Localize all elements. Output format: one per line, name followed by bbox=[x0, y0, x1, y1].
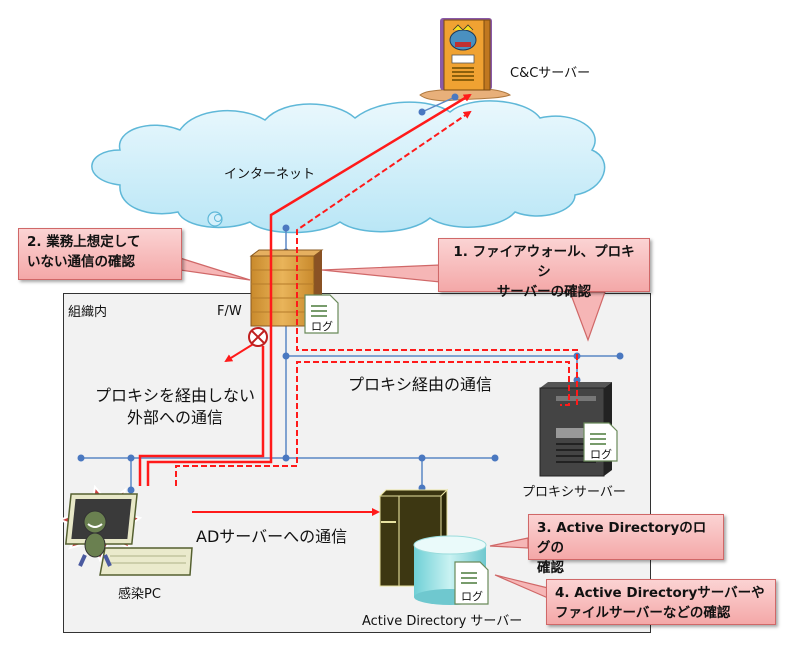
no-proxy-flow-label: プロキシを経由しない 外部への通信 bbox=[94, 386, 255, 427]
callout-4-ad-file-server: 4. Active Directoryサーバーや ファイルサーバーなどの確認 bbox=[546, 579, 776, 625]
ad-server-label: Active Directory サーバー bbox=[362, 614, 523, 629]
proxy-server-label: プロキシサーバー bbox=[522, 485, 626, 500]
org-area-label: 組織内 bbox=[68, 305, 108, 320]
callout-2-unexpected-traffic: 2. 業務上想定して いない通信の確認 bbox=[18, 228, 182, 280]
via-proxy-flow-label: プロキシ経由の通信 bbox=[348, 375, 493, 394]
flow-lines bbox=[138, 93, 578, 516]
firewall-label: F/W bbox=[217, 304, 242, 319]
ad-log-icon bbox=[454, 561, 489, 605]
ad-server-icon bbox=[378, 488, 487, 605]
internet-label: インターネット bbox=[224, 167, 316, 182]
proxy-log-icon bbox=[583, 422, 618, 462]
infected-pc-icon bbox=[57, 484, 193, 576]
log-document-icons bbox=[304, 294, 618, 605]
firewall-icon bbox=[249, 249, 324, 327]
to-ad-flow-label: ADサーバーへの通信 bbox=[196, 527, 348, 546]
firewall-log-icon bbox=[304, 294, 339, 334]
proxy-log-label: ログ bbox=[590, 448, 612, 461]
blocked-icon bbox=[248, 327, 268, 347]
callout-1-firewall-proxy: 1. ファイアウォール、プロキシ サーバーの確認 bbox=[438, 238, 650, 300]
cc-server-label: C&Cサーバー bbox=[510, 66, 591, 81]
firewall-log-label: ログ bbox=[311, 320, 333, 333]
infected-pc-label: 感染PC bbox=[118, 587, 161, 602]
cc-server-icon bbox=[419, 18, 512, 102]
internet-cloud bbox=[91, 100, 606, 234]
callout-3-ad-log: 3. Active Directoryのログの 確認 bbox=[528, 514, 724, 576]
ad-log-label: ログ bbox=[461, 590, 483, 603]
